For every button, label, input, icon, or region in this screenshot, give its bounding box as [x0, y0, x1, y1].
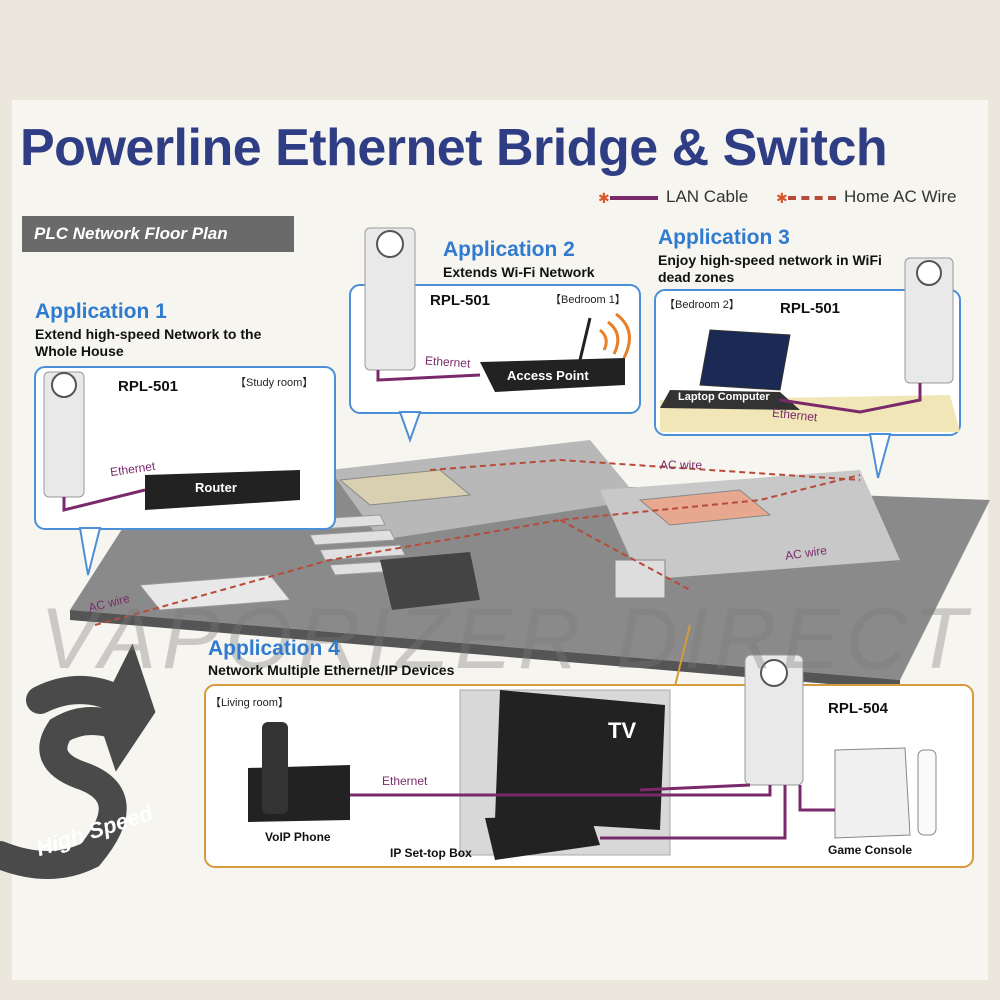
app4-model: RPL-504 — [828, 700, 889, 717]
laptop-screen — [699, 329, 791, 391]
game-controller — [917, 749, 937, 836]
ethernet-cable-voip — [350, 785, 772, 797]
floor-edge — [70, 610, 900, 690]
ethernet-cable-1 — [62, 488, 146, 512]
bedroom1-floor — [330, 440, 640, 540]
app4-room: 【Living room】 — [210, 697, 289, 709]
plc-adapter-3 — [904, 257, 954, 384]
high-speed-logo — [0, 643, 156, 879]
tv-label: TV — [608, 718, 637, 743]
ethernet-cable-settop — [600, 785, 787, 840]
voip-handset — [262, 722, 288, 814]
floor-plan-badge: PLC Network Floor Plan — [22, 216, 294, 252]
plc-adapter-2 — [364, 227, 416, 371]
app1-title: Application 1 — [35, 300, 167, 323]
ethernet-cable-2 — [376, 370, 481, 382]
ethernet-cable-console — [798, 785, 835, 812]
ac-wire-label-top: AC wire — [660, 458, 703, 472]
console-label: Game Console — [828, 843, 913, 857]
legend-lan-label: LAN Cable — [666, 187, 749, 206]
app4-title: Application 4 — [208, 637, 340, 660]
legend-lan: ✱ LAN Cable — [598, 187, 749, 207]
panel-app3-pointer — [868, 433, 892, 479]
wifi-signal-icon — [599, 312, 631, 359]
app1-room: 【Study room】 — [235, 377, 314, 389]
app3-desc: Enjoy high-speed network in WiFi dead zo… — [658, 252, 882, 285]
app3-room: 【Bedroom 2】 — [664, 299, 740, 311]
legend-ac-label: Home AC Wire — [844, 187, 957, 206]
ethernet-cable-tv — [639, 783, 751, 792]
voip-label: VoIP Phone — [265, 830, 331, 844]
app2-title: Application 2 — [443, 238, 575, 261]
app4-desc: Network Multiple Ethernet/IP Devices — [208, 662, 455, 678]
bed-2 — [638, 489, 772, 526]
laptop-label: Laptop Computer — [678, 391, 770, 403]
settop-label: IP Set-top Box — [390, 846, 472, 860]
tv-stand — [614, 559, 666, 599]
app2-model: RPL-501 — [430, 292, 491, 309]
app2-desc: Extends Wi-Fi Network — [443, 264, 595, 280]
router-label: Router — [195, 480, 237, 495]
access-point-antenna — [578, 317, 592, 361]
settop-box — [485, 815, 600, 860]
access-point-label: Access Point — [507, 368, 589, 383]
legend-lan-line: ✱ — [598, 191, 658, 205]
sofa — [380, 552, 480, 610]
access-point-box — [480, 358, 625, 392]
ethernet-cable-3 — [779, 383, 922, 414]
app4-ethernet-label: Ethernet — [382, 774, 428, 788]
panel-app4-pointer — [674, 624, 691, 687]
app3-model: RPL-501 — [780, 300, 841, 317]
plc-adapter-4 — [744, 654, 804, 786]
app3-title: Application 3 — [658, 226, 790, 249]
watermark: VAPORIZER DIRECT — [40, 591, 973, 687]
legend-ac: ✱ Home AC Wire — [776, 187, 957, 207]
router-box — [145, 470, 300, 510]
legend-ac-line: ✱ — [776, 191, 836, 205]
bed-1 — [338, 469, 472, 506]
ac-wire-floor — [94, 458, 861, 626]
app1-model: RPL-501 — [118, 378, 179, 395]
tv-screen — [495, 690, 665, 830]
laptop-base — [660, 390, 800, 410]
game-console — [834, 747, 911, 839]
app1-desc: Extend high-speed Network to the Whole H… — [35, 326, 262, 359]
panel-app1-pointer — [78, 527, 102, 576]
panel-app2-pointer — [398, 411, 422, 443]
page-title: Powerline Ethernet Bridge & Switch — [20, 119, 888, 177]
app2-room: 【Bedroom 1】 — [550, 294, 626, 306]
